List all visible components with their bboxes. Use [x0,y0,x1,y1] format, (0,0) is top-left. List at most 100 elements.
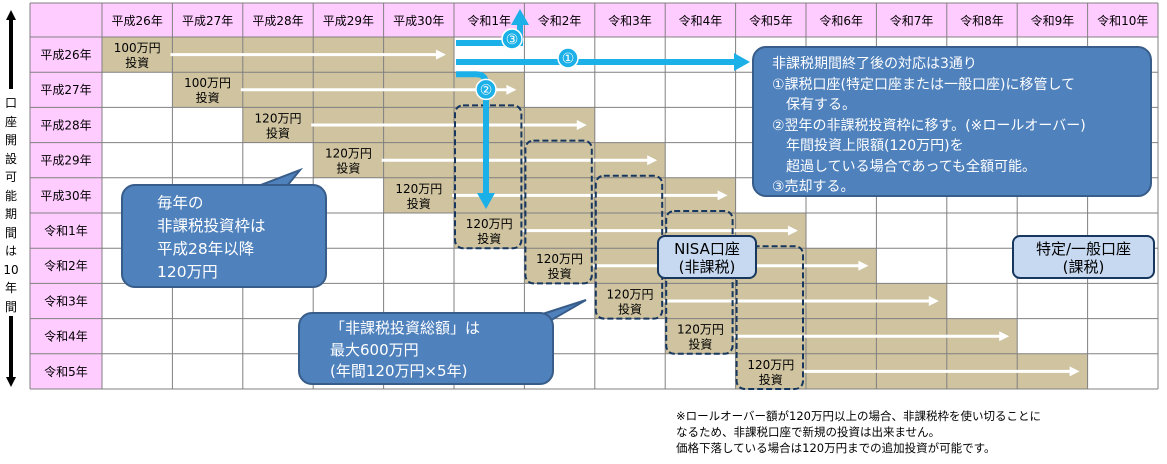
holding-arrowhead [717,190,728,201]
row-header: 令和5年 [44,364,88,379]
annual-line-4: 120万円 [157,263,218,281]
row-header: 令和2年 [44,258,88,273]
year-header: 平成30年 [393,14,444,28]
holding-arrowhead [999,331,1010,342]
options-line-3: 保有する。 [772,97,856,113]
rollover-frame [454,104,523,250]
investment-label: 投資 [336,161,360,176]
side-label-text: 口座開設可能期間は10年間 [3,96,19,314]
investment-label: 投資 [125,55,149,70]
investment-label: 投資 [759,372,783,387]
investment-amount: 120万円 [395,182,442,196]
callout-options: 非課税期間終了後の対応は3通り ①課税口座(特定口座または一般口座)に移管して … [752,46,1152,197]
investment-label: 投資 [548,266,572,281]
options-line-7: ③売却する。 [772,179,855,195]
row-header: 令和4年 [44,329,88,344]
option2-badge [475,78,497,101]
investment-amount: 100万円 [184,76,231,90]
investment-amount: 120万円 [677,323,724,337]
investment-label: 投資 [618,301,642,316]
holding-arrowhead [576,120,587,130]
year-header: 令和3年 [608,13,652,28]
options-line-1: 非課税期間終了後の対応は3通り [772,56,977,72]
total-line-2: 最大600万円 [330,340,419,359]
holding-arrowhead [928,296,939,306]
year-header: 平成26年 [112,14,163,28]
row-header: 平成26年 [40,48,91,62]
investment-amount: 100万円 [114,41,161,55]
holding-arrowhead [506,84,517,95]
up-arrow-icon [6,10,16,20]
row-header: 平成28年 [40,118,91,132]
holding-arrowhead [858,260,869,271]
annual-line-2: 非課税投資枠は [157,217,266,235]
year-header: 令和1年 [467,13,511,28]
option2-arrowhead [477,193,495,209]
annual-line-3: 平成28年以降 [157,240,255,258]
annual-line-1: 毎年の [157,194,204,212]
option3-badge [501,28,523,50]
holding-arrowhead [1069,366,1080,377]
option1-badge [557,47,579,69]
holding-arrowhead [788,225,798,236]
investment-amount: 120万円 [325,147,372,161]
row-header: 令和1年 [44,223,88,238]
callout-annual-limit: 毎年の 非課税投資枠は 平成28年以降 120万円 [121,184,327,288]
option1-arrowhead [734,53,750,71]
nisa-account-tag: NISA口座 (非課税) [657,235,757,279]
nisa-tag-line1: NISA口座 [674,240,740,258]
row-header: 平成27年 [40,83,91,97]
investment-amount: 120万円 [607,287,654,301]
taxable-tag-line1: 特定/一般口座 [1035,240,1132,258]
callout-total-limit: 「非課税投資総額」は 最大600万円 (年間120万円×5年) [298,312,554,385]
investment-amount: 120万円 [747,358,794,372]
investment-amount: 120万円 [255,111,302,125]
rollover-frame [735,245,804,390]
year-header: 令和4年 [679,13,723,28]
year-header: 令和2年 [538,13,582,28]
taxable-tag-line2: (課税) [1062,258,1105,276]
options-line-2: ①課税口座(特定口座または一般口座)に移管して [772,76,1076,93]
nisa-tag-line2: (非課税) [678,258,736,276]
year-header: 令和10年 [1097,13,1148,28]
total-line-3: (年間120万円×5年) [330,362,468,380]
investment-label: 投資 [196,90,220,105]
header-row [30,3,1158,37]
year-header: 令和9年 [1031,13,1075,28]
up-arrow-stem [9,19,13,89]
investment-amount: 120万円 [466,217,513,231]
investment-amount: 120万円 [536,252,583,266]
investment-label: 投資 [688,337,712,352]
account-period-label: 口座開設可能期間は10年間 [0,4,22,387]
rollover-frame [665,210,734,355]
row-header: 平成30年 [40,189,91,203]
rollover-footnote: ※ロールオーバー額が120万円以上の場合、非課税枠を使い切ることに なるため、非… [676,409,1041,455]
investment-label: 投資 [266,125,290,140]
year-header: 令和8年 [960,13,1004,28]
year-header: 令和6年 [819,13,863,28]
option3-marker: ③ [506,32,519,48]
year-header: 令和5年 [749,13,793,28]
options-line-4: ②翌年の非課税投資枠に移す。(※ロールオーバー) [772,117,1086,134]
row-header: 令和3年 [44,293,88,308]
options-line-6: 超過している場合であっても全額可能。 [772,158,1037,175]
total-line-1: 「非課税投資総額」は [330,319,481,337]
rollover-frame [524,139,593,285]
investment-label: 投資 [407,196,431,211]
row-header: 平成29年 [40,154,91,168]
holding-arrowhead [436,49,446,60]
down-arrow-icon [6,377,16,387]
year-header: 令和7年 [890,13,934,28]
year-header: 平成28年 [252,14,303,28]
taxable-account-tag: 特定/一般口座 (課税) [1012,235,1155,279]
options-line-5: 年間投資上限額(120万円)を [772,138,964,154]
holding-arrowhead [647,155,658,166]
option3-arrowhead [511,9,529,25]
year-header: 平成27年 [182,14,233,28]
year-header: 平成29年 [323,14,374,28]
option2-marker: ② [480,82,493,98]
down-arrow-stem [9,316,13,378]
investment-label: 投資 [477,231,501,246]
